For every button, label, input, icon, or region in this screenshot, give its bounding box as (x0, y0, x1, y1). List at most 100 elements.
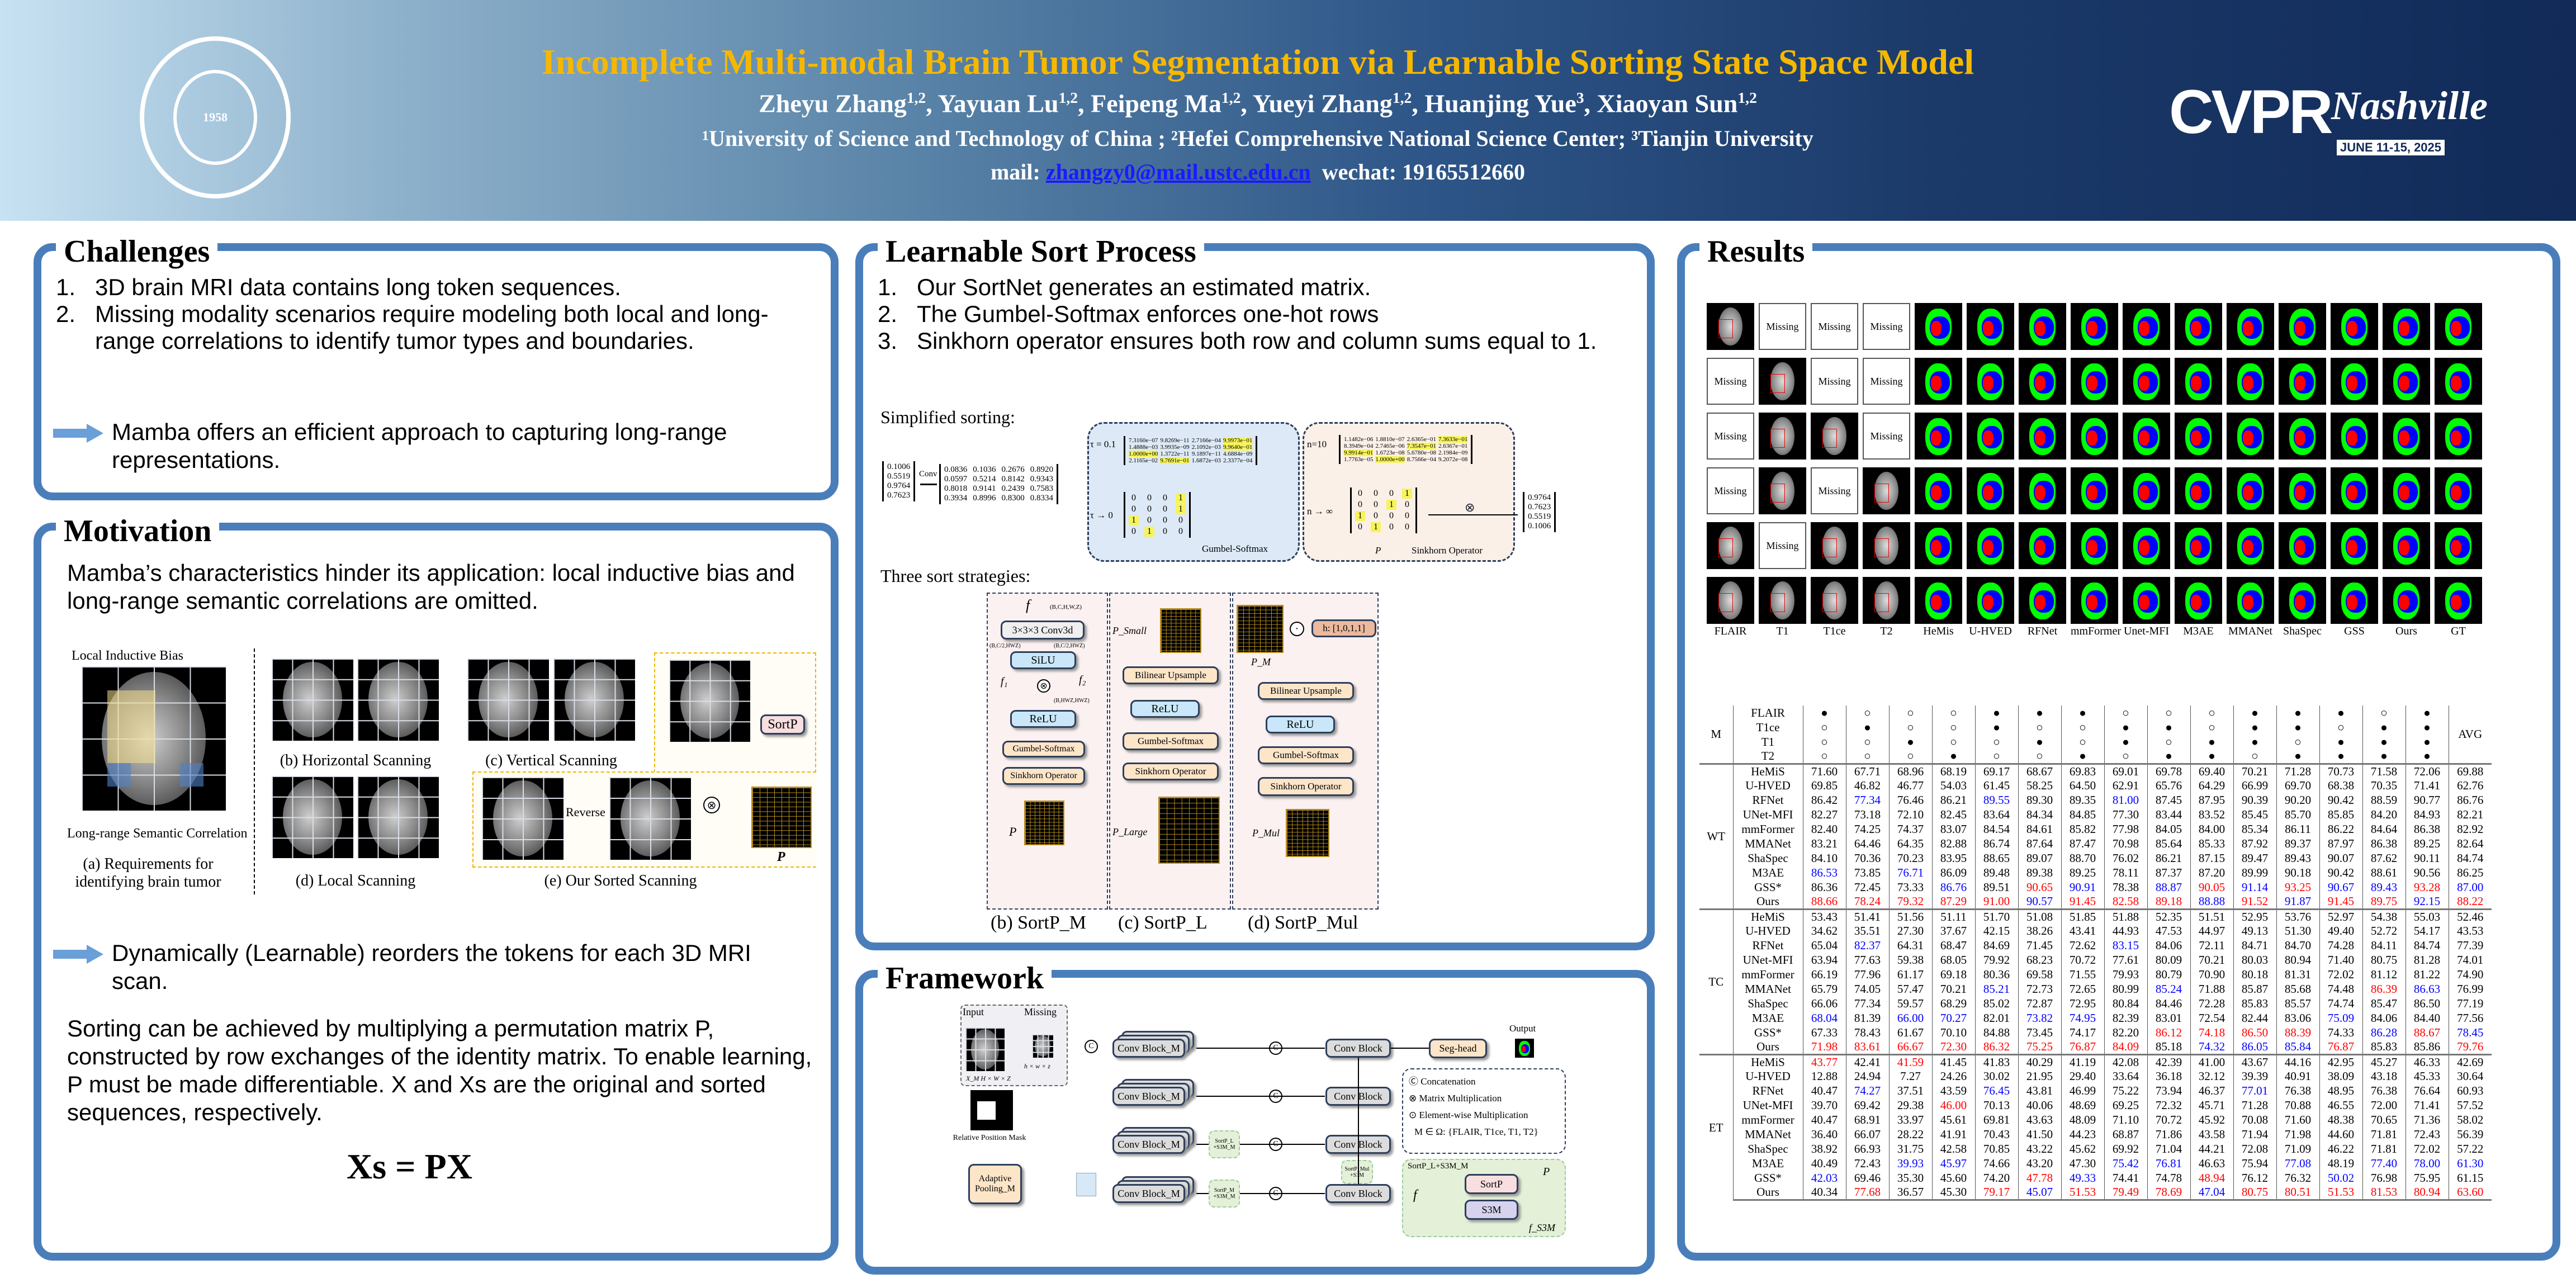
matrix-cell: 2.7465e−06 (1375, 443, 1405, 449)
segmentation-result (2019, 522, 2066, 569)
score-cell: 72.10 (1888, 807, 1932, 822)
score-cell: 85.70 (2276, 807, 2319, 822)
score-cell: 61.67 (1888, 1025, 1932, 1040)
score-cell: 72.00 (2362, 1098, 2405, 1112)
segmentation-result (2019, 467, 2066, 514)
score-cell: 67.71 (1845, 763, 1889, 778)
score-cell: 54.38 (2362, 908, 2405, 924)
score-cell: 76.81 (2147, 1156, 2190, 1171)
conv-block-m: Conv Block_M (1112, 1184, 1185, 1203)
modality-indicator: ● (1802, 705, 1846, 720)
modality-indicator: ● (2233, 705, 2276, 720)
score-cell: 35.30 (1888, 1171, 1932, 1185)
score-cell: 42.08 (2104, 1053, 2147, 1069)
score-cell: 86.28 (2362, 1025, 2405, 1040)
matrix-cell: 2.6365e−01 (1407, 436, 1437, 443)
matrix-cell: 1 (1129, 515, 1139, 525)
score-cell: 71.04 (2147, 1142, 2190, 1156)
modality-indicator: ○ (1802, 720, 1846, 735)
seg-region-r (1982, 320, 1993, 336)
seg-region-r (2190, 430, 2201, 446)
f-label: f (1026, 597, 1030, 613)
matrix-cell: 9.1897e−11 (1191, 451, 1221, 457)
column-label: T1 (1776, 625, 1789, 637)
seg-region-r (1982, 539, 1993, 555)
seg-region-r (2398, 320, 2409, 336)
modality-indicator: ● (2362, 735, 2405, 749)
missing-modality-tile: Missing (1707, 413, 1754, 460)
modality-indicator: ● (2233, 720, 2276, 735)
gumbel-softmax-block: Gumbel-Softmax (1123, 732, 1219, 750)
score-cell: 63.60 (2448, 1185, 2492, 1201)
score-cell: 71.36 (2405, 1112, 2449, 1127)
score-cell: 69.17 (1974, 763, 2018, 778)
score-cell: 82.20 (2104, 1025, 2147, 1040)
score-cell: 72.45 (1845, 880, 1889, 894)
score-cell: 30.02 (1974, 1069, 2018, 1083)
column-label: MMANet (2228, 625, 2272, 637)
segmentation-result (1967, 467, 2014, 514)
segmentation-result (2123, 303, 2170, 350)
score-cell: 84.06 (2147, 938, 2190, 953)
modality-indicator: ● (2276, 720, 2319, 735)
conv3d-block: 3×3×3 Conv3d (1001, 621, 1085, 640)
score-cell: 74.74 (2319, 996, 2362, 1011)
conv-label: Conv (919, 470, 937, 479)
modality-indicator: ● (2190, 749, 2233, 764)
segmentation-result (2435, 522, 2482, 569)
score-cell: 43.67 (2233, 1053, 2276, 1069)
matrix-cell: 0.5214 (973, 475, 996, 484)
score-cell: 89.35 (2061, 793, 2104, 807)
score-cell: 69.18 (1931, 967, 1975, 982)
score-cell: 83.06 (2276, 1011, 2319, 1025)
score-cell: 68.05 (1931, 953, 1975, 967)
caption-b: (b) Horizontal Scanning (280, 752, 432, 769)
item-text: The Gumbel-Softmax enforces one-hot rows (917, 301, 1379, 327)
column-label: GSS (2344, 625, 2365, 637)
seg-region-r (2138, 594, 2149, 610)
conv-block-m: Conv Block_M (1112, 1087, 1185, 1106)
motivation-explanation: Sorting can be achieved by multiplying a… (67, 1015, 812, 1125)
matrix-cell: 1.7763e−05 (1344, 456, 1374, 463)
seg-region-r (2242, 430, 2253, 446)
seg-region-r (2034, 430, 2045, 446)
score-cell: 86.42 (1802, 793, 1846, 807)
score-cell: 89.25 (2405, 836, 2449, 851)
segmentation-result (2123, 467, 2170, 514)
score-cell: 80.75 (2233, 1185, 2276, 1201)
score-cell: 74.28 (2319, 938, 2362, 953)
score-cell: 80.75 (2362, 953, 2405, 967)
horizontal-scan-image (357, 659, 439, 741)
seg-region-r (2086, 430, 2097, 446)
score-cell: 85.45 (2233, 807, 2276, 822)
score-cell: 76.87 (2061, 1040, 2104, 1055)
score-cell: 51.85 (2061, 908, 2104, 924)
method-name: ShaSpec (1732, 1142, 1803, 1156)
score-cell: 70.85 (1974, 1142, 2018, 1156)
score-cell: 87.20 (2190, 865, 2233, 880)
matrix-cell: 0 (1374, 489, 1378, 498)
score-cell: 86.21 (2147, 851, 2190, 865)
score-cell: 69.70 (2276, 778, 2319, 793)
missing-label: Missing (1024, 1006, 1057, 1017)
score-cell: 44.97 (2190, 924, 2233, 938)
score-cell: 72.87 (2018, 996, 2061, 1011)
local-region-highlight (107, 690, 155, 763)
score-cell: 85.57 (2276, 996, 2319, 1011)
email-link[interactable]: zhangzy0@mail.ustc.edu.cn (1045, 159, 1311, 184)
author-name: Yueyi Zhang (1252, 89, 1393, 118)
mri-input-image (1811, 577, 1858, 624)
segmentation-result (2019, 577, 2066, 624)
score-cell: 33.97 (1888, 1112, 1932, 1127)
score-cell: 87.47 (2061, 836, 2104, 851)
p-small-label: P_Small (1112, 625, 1147, 636)
sort-mul-block: SortP_Mul +S3M (1341, 1160, 1373, 1184)
matrix-cell: 0.1006 (887, 462, 911, 471)
score-cell: 46.00 (1931, 1098, 1975, 1112)
score-cell: 85.21 (1974, 982, 2018, 996)
matrix-cell: 2.1984e−09 (1438, 449, 1468, 456)
